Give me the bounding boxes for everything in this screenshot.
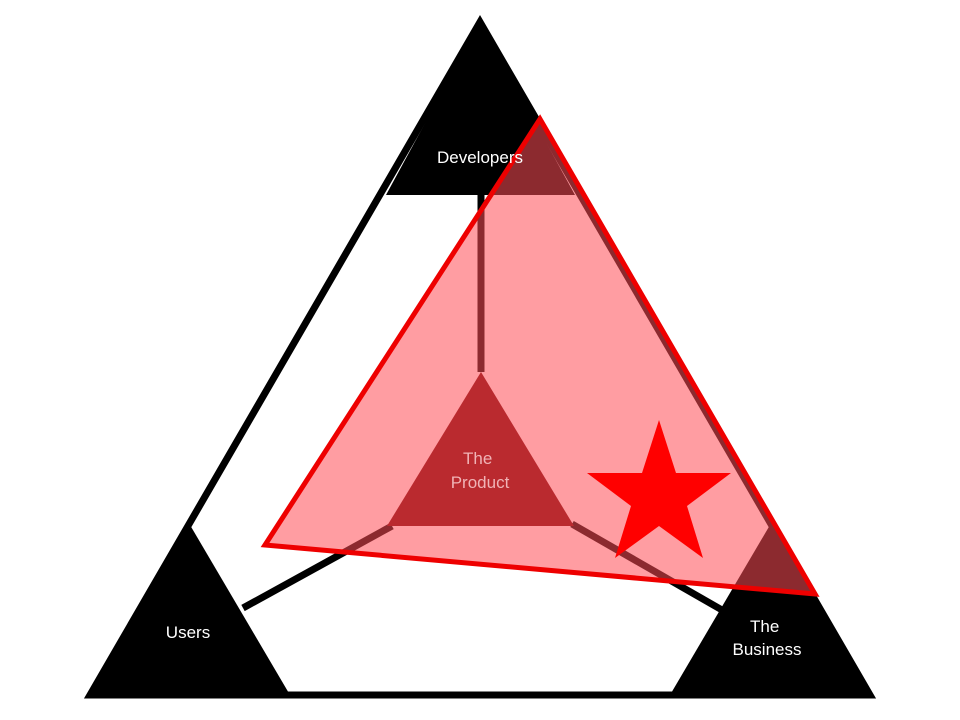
business-label-line-2: Business bbox=[733, 640, 802, 659]
product-label: The Product bbox=[451, 449, 510, 492]
users-label: Users bbox=[166, 623, 210, 642]
users-label-line-1: Users bbox=[166, 623, 210, 642]
business-label: The Business bbox=[733, 617, 802, 659]
product-label-line-2: Product bbox=[451, 473, 510, 492]
developers-label: Developers bbox=[437, 148, 523, 167]
business-label-line-1: The bbox=[750, 617, 779, 636]
users-corner bbox=[90, 525, 290, 695]
business-corner bbox=[670, 525, 870, 695]
product-label-line-1: The bbox=[463, 449, 492, 468]
developers-label-line-1: Developers bbox=[437, 148, 523, 167]
star-icon bbox=[587, 420, 731, 558]
